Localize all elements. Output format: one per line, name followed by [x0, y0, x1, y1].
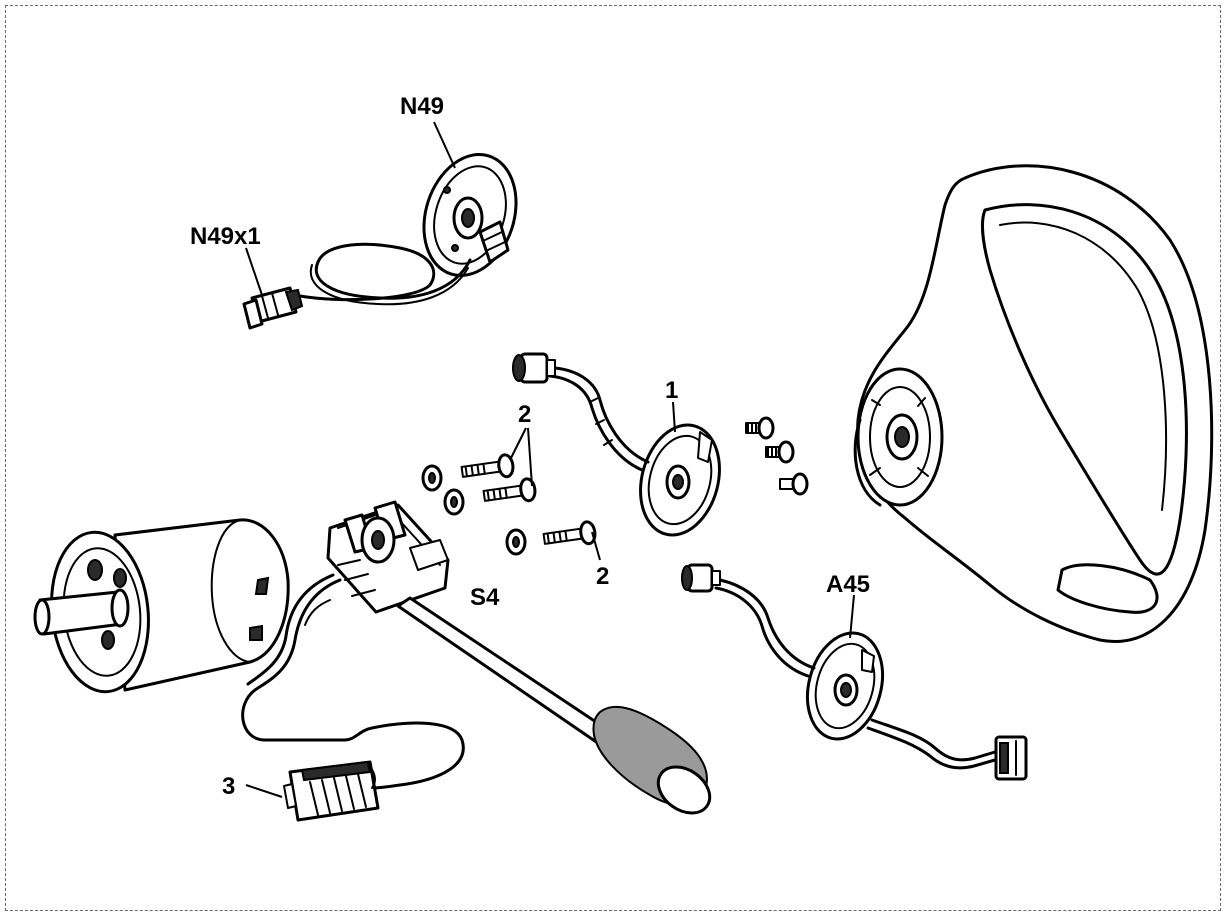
wheel-screws — [745, 416, 809, 496]
label-s4: S4 — [470, 584, 500, 611]
leader-n49x1 — [245, 247, 263, 296]
n49-sensor — [242, 152, 518, 330]
leader-lines — [245, 121, 855, 798]
n49x1-connector — [242, 286, 304, 330]
leader-a45 — [849, 594, 855, 639]
label-part-2-top: 2 — [518, 401, 531, 428]
leader-part-1 — [672, 401, 676, 433]
leader-part-2-bottom — [591, 531, 601, 561]
a45-sensor — [681, 563, 1028, 781]
leader-part-2-top-a — [509, 427, 527, 461]
label-n49: N49 — [400, 93, 444, 120]
label-a45: A45 — [826, 571, 870, 598]
s4-combination-switch — [241, 500, 712, 815]
label-n49x1: N49x1 — [190, 223, 261, 250]
steering-column-tube — [33, 518, 290, 694]
drawing-frame — [5, 5, 1221, 911]
part-2-fasteners — [421, 453, 597, 556]
leader-n49 — [433, 121, 456, 169]
part-1-clockspring — [512, 352, 721, 537]
callout-labels: N49 N49x1 1 2 2 S4 A45 3 — [190, 93, 870, 800]
label-part-1: 1 — [665, 377, 678, 404]
leader-part-3 — [245, 784, 283, 798]
steering-wheel — [853, 164, 1214, 643]
label-part-3: 3 — [222, 773, 235, 800]
part-3-connector — [283, 760, 380, 822]
label-part-2-bottom: 2 — [596, 563, 609, 590]
leader-part-2-top-b — [527, 427, 533, 487]
